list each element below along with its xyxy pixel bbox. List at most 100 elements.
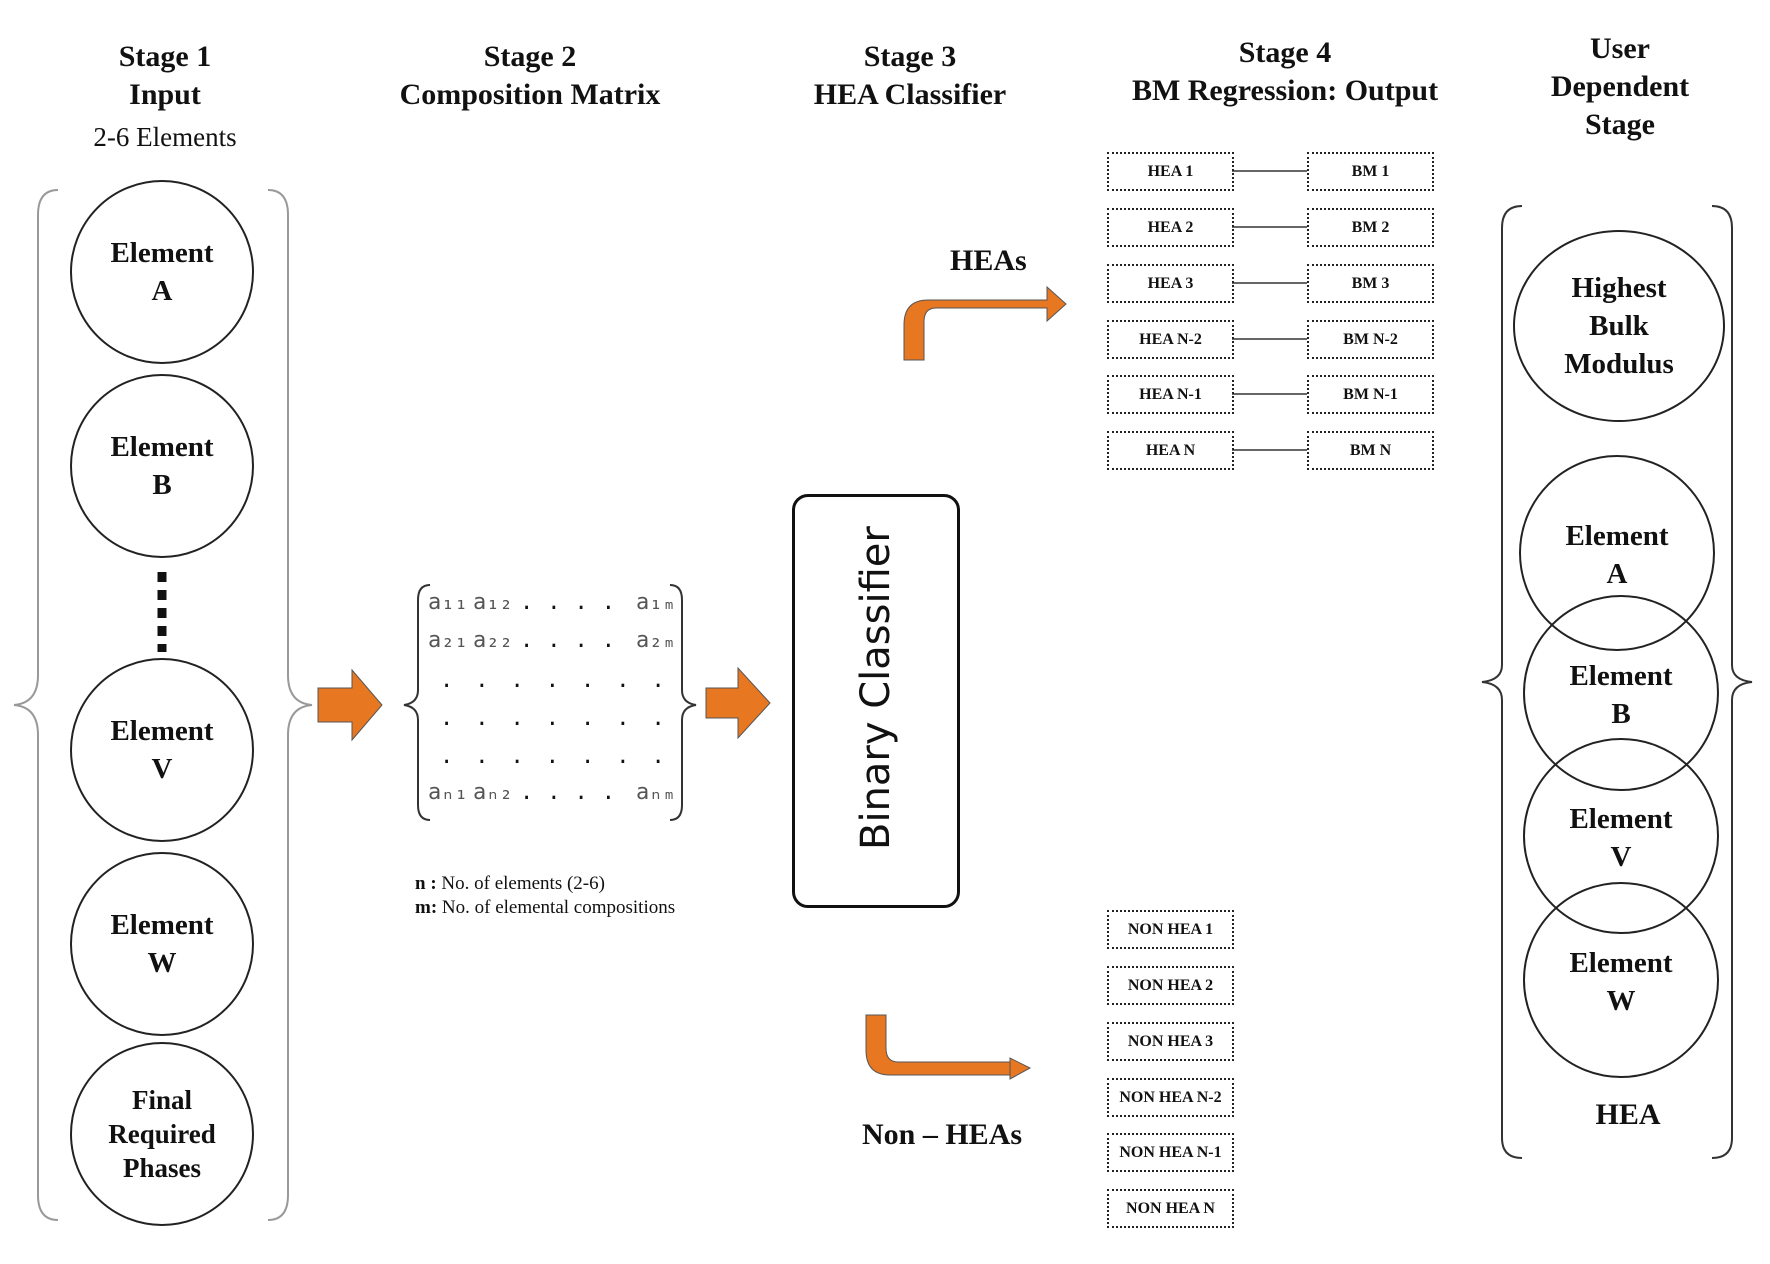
matrix-dot-row: ....... xyxy=(440,706,687,731)
matrix-cell: a₂₂ xyxy=(473,628,513,653)
matrix-dots: .... xyxy=(520,590,629,615)
stage2-subtitle: Composition Matrix xyxy=(399,78,661,111)
legend-n: n : No. of elements (2-6) xyxy=(415,872,745,896)
non-hea-box: NON HEA 2 xyxy=(1107,966,1234,1005)
legend-n-key: n : xyxy=(415,873,437,894)
matrix-cell: a₁₁ xyxy=(428,590,468,615)
circle-label: Element xyxy=(1569,947,1673,979)
bm-box: BM N xyxy=(1307,431,1434,470)
stage1-title: Stage 1 xyxy=(118,40,212,73)
circle-label: Element xyxy=(110,237,214,269)
matrix-cell: aₙₘ xyxy=(636,780,676,805)
composition-matrix: a₁₁ a₁₂ .... a₁ₘ a₂₁ a₂₂ .... a₂ₘ ......… xyxy=(428,590,678,820)
heas-arrow xyxy=(903,285,1067,361)
bm-box: BM 3 xyxy=(1307,264,1434,303)
non-hea-box: NON HEA 1 xyxy=(1107,910,1234,949)
matrix-dots: .... xyxy=(520,780,629,805)
matrix-left-brace xyxy=(403,584,431,821)
hea-box: HEA 1 xyxy=(1107,152,1234,191)
arrow-stage1-to-stage2 xyxy=(317,668,383,742)
user-stage-line2: Dependent xyxy=(1550,70,1690,103)
circle-label: Modulus xyxy=(1564,348,1674,380)
matrix-dots: .... xyxy=(520,628,629,653)
heas-label: HEAs xyxy=(950,244,1027,277)
non-hea-box: NON HEA 3 xyxy=(1107,1022,1234,1061)
user-right-brace xyxy=(1711,205,1753,1159)
matrix-cell: a₂₁ xyxy=(428,628,468,653)
binary-classifier-label: Binary Classifier xyxy=(853,526,899,850)
stage4-title: Stage 4 xyxy=(1238,36,1332,69)
matrix-dot-row: ....... xyxy=(440,668,687,693)
non-heas-label: Non – HEAs xyxy=(862,1118,1023,1151)
legend-n-text: No. of elements (2-6) xyxy=(441,873,605,894)
hea-box: HEA 3 xyxy=(1107,264,1234,303)
matrix-dot-row: ....... xyxy=(440,744,687,769)
matrix-cell: a₂ₘ xyxy=(636,628,676,653)
circle-label: A xyxy=(151,275,173,307)
circle-label: Element xyxy=(1569,803,1673,835)
circle-label: Element xyxy=(110,909,214,941)
hea-bm-connectors xyxy=(1232,170,1307,451)
legend-m-key: m: xyxy=(415,897,438,918)
circle-label: B xyxy=(1611,698,1631,730)
stage3-subtitle: HEA Classifier xyxy=(813,78,1007,111)
matrix-right-brace xyxy=(669,584,697,821)
non-hea-box: NON HEA N xyxy=(1107,1189,1234,1228)
stage1-right-brace xyxy=(267,189,313,1221)
binary-classifier-box xyxy=(792,494,960,908)
circle-label: Element xyxy=(110,715,214,747)
stage1-subtitle: Input xyxy=(129,78,201,111)
bm-box: BM N-2 xyxy=(1307,320,1434,359)
arrow-stage2-to-stage3 xyxy=(705,666,771,740)
matrix-cell: a₁ₘ xyxy=(636,590,676,615)
hea-box: HEA N xyxy=(1107,431,1234,470)
circle-label: W xyxy=(1606,985,1636,1017)
stage1-left-brace xyxy=(13,189,59,1221)
bm-box: BM N-1 xyxy=(1307,375,1434,414)
non-heas-arrow xyxy=(865,1014,1032,1080)
legend-m-text: No. of elemental compositions xyxy=(441,897,676,918)
stage2-title: Stage 2 xyxy=(483,40,577,73)
circle-label: B xyxy=(152,469,172,501)
matrix-legend: n : No. of elements (2-6) m: No. of elem… xyxy=(415,872,745,920)
matrix-cell: aₙ₁ xyxy=(428,780,468,805)
circle-label: Highest xyxy=(1571,272,1667,304)
circle-label: Element xyxy=(110,431,214,463)
stage3-header: Stage 3 HEA Classifier xyxy=(780,38,1040,114)
circle-label: V xyxy=(151,753,173,785)
hea-result-label: HEA xyxy=(1595,1098,1661,1131)
stage4-header: Stage 4 BM Regression: Output xyxy=(1100,34,1470,110)
circle-label: A xyxy=(1606,558,1628,590)
stage3-title: Stage 3 xyxy=(863,40,957,73)
hea-box: HEA N-2 xyxy=(1107,320,1234,359)
bm-box: BM 1 xyxy=(1307,152,1434,191)
user-stage-line1: User xyxy=(1590,32,1650,65)
stage1-header: Stage 1 Input 2-6 Elements xyxy=(60,38,270,156)
stage4-subtitle: BM Regression: Output xyxy=(1131,74,1439,107)
non-hea-box: NON HEA N-2 xyxy=(1107,1078,1234,1117)
hea-box: HEA N-1 xyxy=(1107,375,1234,414)
legend-m: m: No. of elemental compositions xyxy=(415,896,745,920)
matrix-cell: a₁₂ xyxy=(473,590,513,615)
hea-box: HEA 2 xyxy=(1107,208,1234,247)
circle-label: Phases xyxy=(122,1153,201,1183)
circle-label: Final xyxy=(131,1085,192,1115)
user-stage-line3: Stage xyxy=(1585,108,1655,141)
circle-label: V xyxy=(1610,841,1632,873)
stage1-note: 2-6 Elements xyxy=(93,122,237,152)
stage2-header: Stage 2 Composition Matrix xyxy=(370,38,690,114)
circle-label: Element xyxy=(1565,520,1669,552)
bm-box: BM 2 xyxy=(1307,208,1434,247)
circle-label: Bulk xyxy=(1589,310,1649,342)
user-left-brace xyxy=(1481,205,1523,1159)
user-stage-header: User Dependent Stage xyxy=(1520,30,1720,144)
